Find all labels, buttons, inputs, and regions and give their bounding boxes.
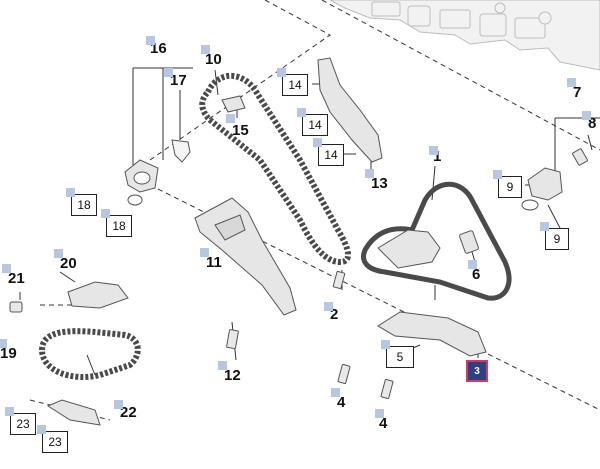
box-9-upper-label: 9 [506, 180, 514, 194]
callout-7[interactable]: 7 [567, 78, 582, 101]
callout-15[interactable]: 15 [226, 114, 249, 139]
box-14-top[interactable]: 14 [277, 68, 308, 96]
bracket-15 [221, 95, 246, 113]
highlighted-callout-3-label: 3 [474, 365, 480, 377]
engine-block [329, 0, 600, 71]
callout-11[interactable]: 11 [200, 248, 222, 271]
callout-22-label: 22 [120, 404, 137, 421]
callout-12[interactable]: 12 [218, 361, 241, 384]
box-5-label: 5 [396, 350, 404, 364]
callout-1[interactable]: 1 [429, 146, 442, 165]
callout-8[interactable]: 8 [582, 111, 597, 132]
box-18-upper[interactable]: 18 [66, 188, 97, 216]
right-tensioner [521, 167, 563, 211]
callout-1-label: 1 [433, 148, 442, 165]
callout-6-label: 6 [472, 266, 481, 283]
guide-rail-11 [194, 197, 297, 316]
callout-13-label: 13 [371, 175, 388, 192]
box-23-upper[interactable]: 23 [5, 407, 36, 435]
tensioner-rail-2 [377, 229, 479, 269]
callout-13[interactable]: 13 [365, 169, 388, 192]
callout-22[interactable]: 22 [114, 400, 137, 421]
balancer-chain [38, 328, 141, 381]
callout-21[interactable]: 21 [2, 264, 25, 287]
box-23-upper-label: 23 [16, 417, 30, 431]
callout-17[interactable]: 17 [164, 68, 187, 89]
box-9-lower-label: 9 [553, 232, 561, 246]
box-14-top-label: 14 [288, 78, 302, 92]
callout-21-label: 21 [8, 270, 25, 287]
callout-19-label: 19 [0, 345, 17, 362]
box-23-lower[interactable]: 23 [37, 425, 68, 453]
callout-8-label: 8 [588, 115, 597, 132]
box-9-lower[interactable]: 9 [540, 222, 569, 250]
callout-2[interactable]: 2 [324, 302, 339, 323]
bolts [9, 148, 588, 400]
callout-4-lower[interactable]: 4 [375, 409, 388, 432]
box-23-lower-label: 23 [48, 435, 62, 449]
callout-2-label: 2 [330, 306, 339, 323]
callout-6[interactable]: 6 [468, 260, 481, 283]
callout-10[interactable]: 10 [201, 45, 222, 68]
main-timing-chain [199, 72, 351, 266]
lower-chain [361, 181, 512, 301]
callout-15-label: 15 [232, 122, 249, 139]
callout-20-label: 20 [60, 255, 77, 272]
left-tensioner [124, 139, 191, 206]
box-14-middle[interactable]: 14 [297, 108, 328, 136]
box-18-lower-label: 18 [112, 219, 126, 233]
callout-16[interactable]: 16 [146, 36, 167, 57]
balancer-drive [46, 281, 129, 426]
callout-7-label: 7 [573, 84, 582, 101]
callout-4-upper-label: 4 [337, 394, 346, 411]
callout-4-lower-label: 4 [379, 415, 388, 432]
highlighted-callout-3[interactable]: 3 [466, 360, 488, 382]
callout-10-label: 10 [205, 51, 222, 68]
box-18-upper-label: 18 [77, 198, 91, 212]
callout-20[interactable]: 20 [54, 249, 77, 272]
box-18-lower[interactable]: 18 [101, 209, 132, 237]
callout-12-label: 12 [224, 367, 241, 384]
dashed-guides [29, 0, 600, 421]
box-14-bottom[interactable]: 14 [313, 138, 344, 166]
callout-11-label: 11 [206, 254, 222, 271]
box-14-middle-label: 14 [308, 118, 322, 132]
box-9-upper[interactable]: 9 [493, 170, 522, 198]
callout-17-label: 17 [170, 72, 187, 89]
callout-19[interactable]: 19 [0, 339, 17, 362]
box-5[interactable]: 5 [381, 340, 414, 368]
callout-4-upper[interactable]: 4 [331, 388, 346, 411]
tensioner-rail-5 [377, 311, 487, 357]
box-14-bottom-label: 14 [324, 148, 338, 162]
guide-rail-13 [317, 57, 383, 163]
